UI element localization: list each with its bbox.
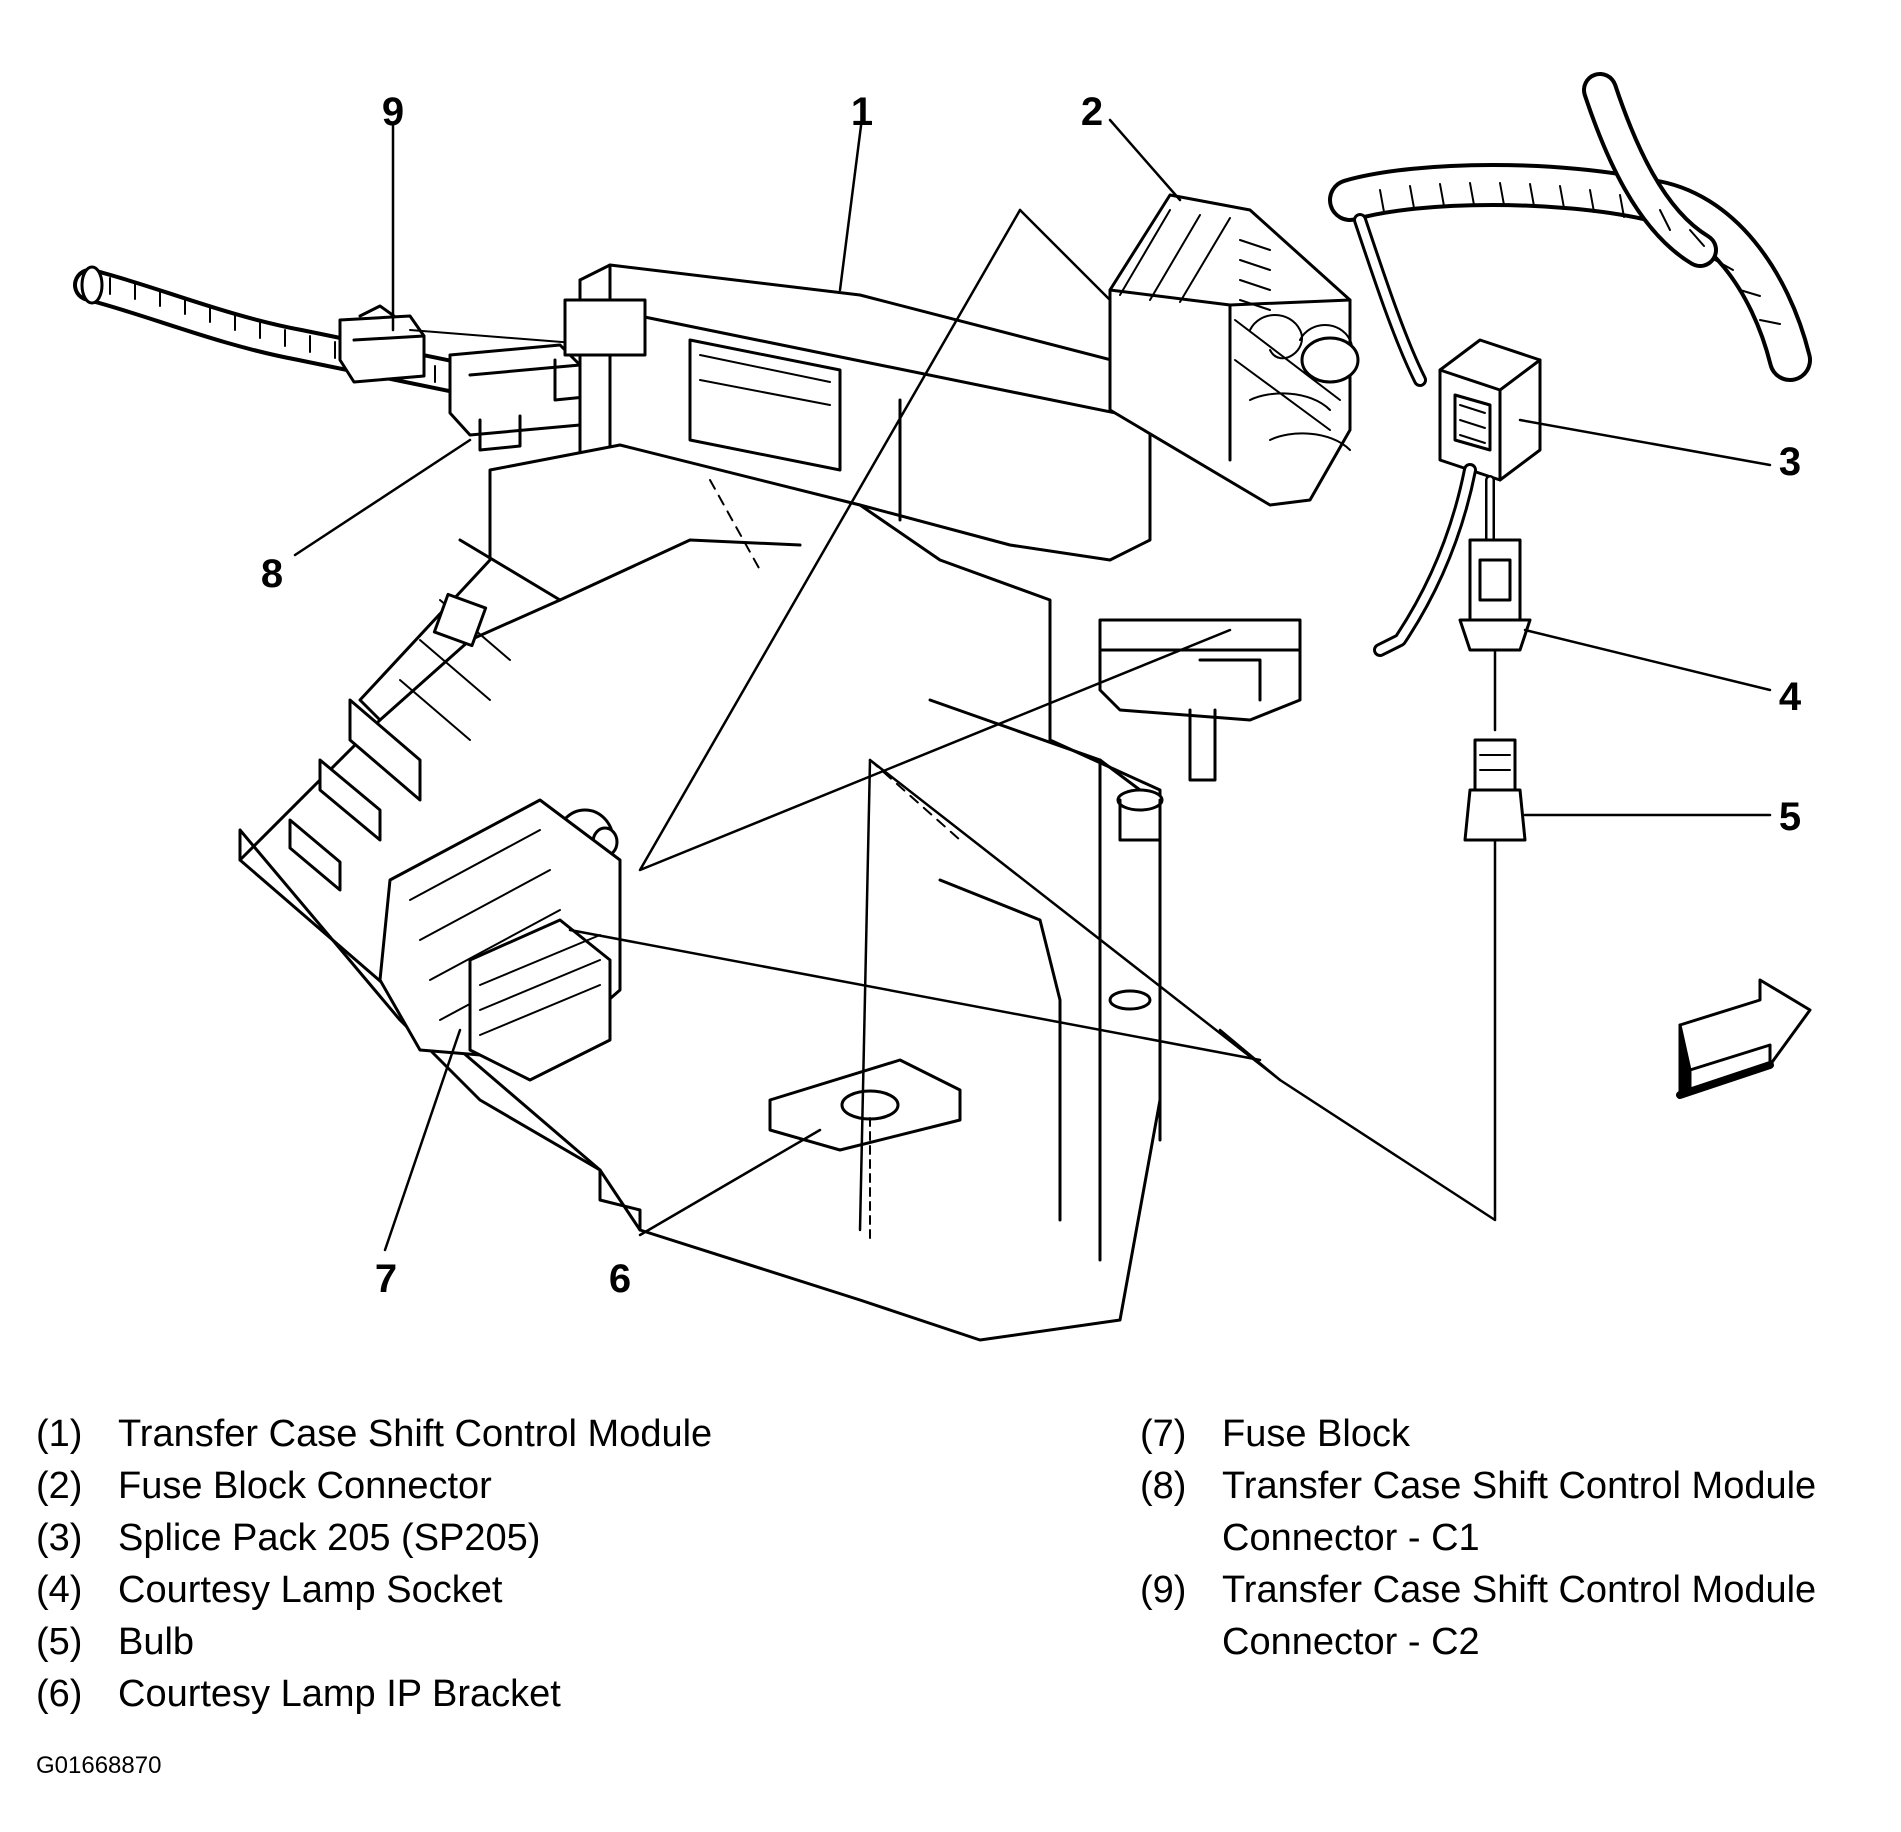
legend-number: (7) (1140, 1413, 1187, 1455)
legend-label-line-2: Connector - C1 (1222, 1517, 1480, 1559)
figure-code: G01668870 (36, 1752, 162, 1779)
callout-1: 1 (851, 90, 873, 134)
callout-8: 8 (261, 552, 283, 596)
legend-label-line-1: Transfer Case Shift Control Module (1222, 1465, 1817, 1507)
legend-number: (1) (36, 1413, 83, 1455)
legend-label: Fuse Block (1222, 1413, 1410, 1455)
legend-number: (4) (36, 1569, 83, 1611)
legend-number: (3) (36, 1517, 83, 1559)
legend-number: (5) (36, 1621, 83, 1663)
instrument-panel-structure (1098, 618, 1302, 782)
legend-item: (4) Courtesy Lamp Socket (36, 1564, 1096, 1616)
courtesy-lamp-ip-bracket (768, 1058, 962, 1241)
legend-label: Fuse Block Connector (118, 1465, 492, 1507)
callout-3: 3 (1779, 440, 1801, 484)
legend-label: Courtesy Lamp Socket (118, 1569, 503, 1611)
legend-left-column: (1) Transfer Case Shift Control Module (2… (36, 1408, 1096, 1720)
component-locator-diagram: 9 1 2 3 8 4 5 7 6 (73, 72, 1812, 1342)
legend-number: (9) (1140, 1569, 1187, 1611)
connector-c2 (338, 304, 426, 384)
legend-label: Splice Pack 205 (SP205) (118, 1517, 541, 1559)
legend-right-column: (7) Fuse Block (8) Transfer Case Shift Con… (1140, 1408, 1880, 1668)
legend-number: (2) (36, 1465, 83, 1507)
callout-5: 5 (1779, 795, 1801, 839)
legend-item: (6) Courtesy Lamp IP Bracket (36, 1668, 1096, 1720)
legend-label-line-2: Connector - C2 (1222, 1621, 1480, 1663)
callout-6: 6 (609, 1257, 631, 1301)
fuse-block (238, 443, 1164, 1342)
legend-label-line-1: Transfer Case Shift Control Module (1222, 1569, 1817, 1611)
callout-leaders (293, 116, 1772, 1252)
legend-item: (7) Fuse Block (1140, 1408, 1880, 1460)
legend-item: (1) Transfer Case Shift Control Module (36, 1408, 1096, 1460)
fuse-block-connector (1108, 193, 1352, 507)
right-wiring-harness (1239, 72, 1812, 451)
callout-4: 4 (1779, 675, 1802, 719)
legend-item: (3) Splice Pack 205 (SP205) (36, 1512, 1096, 1564)
legend-label: Courtesy Lamp IP Bracket (118, 1673, 561, 1715)
legend-item: (5) Bulb (36, 1616, 1096, 1668)
legend-label: Transfer Case Shift Control Module (118, 1413, 713, 1455)
legend-item: (2) Fuse Block Connector (36, 1460, 1096, 1512)
callout-2: 2 (1081, 90, 1103, 134)
courtesy-lamp-socket (1458, 538, 1532, 652)
bulb (1463, 738, 1527, 842)
forward-direction-arrow-icon (1676, 978, 1812, 1099)
connector-c1 (448, 343, 597, 452)
callout-9: 9 (382, 90, 404, 134)
legend-label: Bulb (118, 1621, 195, 1663)
legend-number: (8) (1140, 1465, 1187, 1507)
callout-7: 7 (375, 1257, 397, 1301)
splice-pack-sp205 (1438, 338, 1542, 482)
legend-number: (6) (36, 1673, 83, 1715)
